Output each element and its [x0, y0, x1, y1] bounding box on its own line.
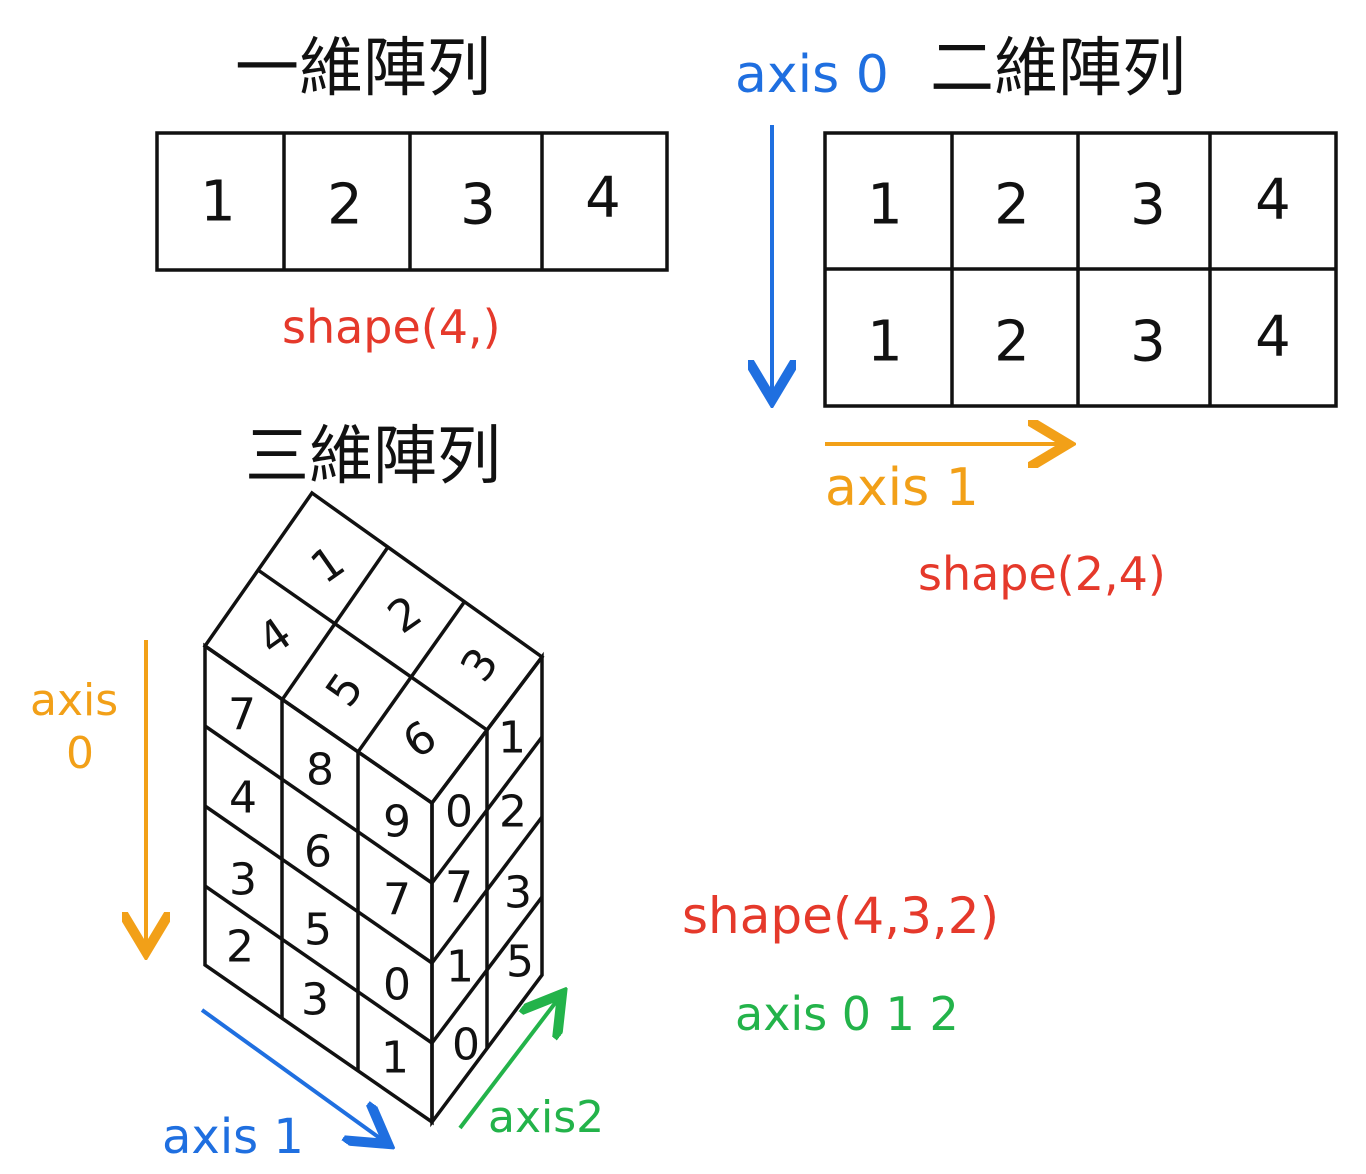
three-d-axis1-label: axis 1 — [162, 1109, 304, 1165]
two-d-axis0-label: axis 0 — [735, 45, 889, 105]
three-d-left-cell: 0 — [383, 960, 411, 1011]
two-d-cell: 3 — [1130, 310, 1166, 375]
two-d-cell: 3 — [1130, 173, 1166, 238]
three-d-left-cell: 6 — [304, 827, 332, 878]
one-d-cell: 3 — [460, 173, 496, 238]
three-d-left-cell: 3 — [229, 855, 257, 906]
three-d-left-cell: 4 — [229, 773, 257, 824]
three-d-axis0-label: axis — [30, 675, 118, 726]
three-d-right-cell: 0 — [452, 1020, 480, 1071]
three-d-left-cell: 2 — [226, 922, 254, 973]
three-d-top-cell: 6 — [394, 711, 446, 769]
two-d-shape-label: shape(2,4) — [918, 547, 1166, 601]
three-d-axis2-label: axis2 — [488, 1092, 604, 1143]
three-d-right-cell: 2 — [499, 787, 527, 838]
three-d-array-grid — [202, 490, 545, 1128]
three-d-right-cell: 7 — [445, 863, 473, 914]
two-d-cell: 1 — [867, 310, 903, 375]
three-d-right-cell: 1 — [498, 713, 526, 764]
one-d-title: 一維陣列 — [235, 32, 491, 106]
three-d-axes-note: axis 0 1 2 — [735, 987, 959, 1041]
one-d-cell: 2 — [327, 173, 363, 238]
three-d-left-cell: 9 — [383, 797, 411, 848]
two-d-cell: 2 — [994, 310, 1030, 375]
three-d-axis0-index: 0 — [66, 728, 94, 779]
three-d-left-cell: 1 — [381, 1033, 409, 1084]
three-d-right-cell: 3 — [504, 868, 532, 919]
three-d-right-cell: 0 — [445, 787, 473, 838]
two-d-cell: 2 — [994, 173, 1030, 238]
two-d-axis1-label: axis 1 — [825, 458, 979, 518]
three-d-axis1-arrow — [200, 1008, 388, 1144]
two-d-cell: 4 — [1255, 305, 1291, 370]
three-d-left-cell: 7 — [383, 875, 411, 926]
three-d-top-cell: 2 — [379, 586, 431, 644]
three-d-top-cell: 1 — [302, 536, 354, 594]
three-d-title: 三維陣列 — [245, 420, 501, 494]
three-d-axis2-arrow — [458, 994, 562, 1130]
three-d-left-cell: 3 — [301, 975, 329, 1026]
one-d-array-grid — [155, 131, 669, 272]
two-d-title: 二維陣列 — [930, 32, 1186, 106]
three-d-shape-label: shape(4,3,2) — [682, 887, 999, 945]
two-d-cell: 4 — [1255, 168, 1291, 233]
three-d-right-cell: 1 — [446, 942, 474, 993]
three-d-top-cell: 5 — [316, 664, 374, 716]
three-d-top-cell: 4 — [249, 608, 301, 666]
one-d-cell: 1 — [200, 170, 236, 235]
three-d-left-cell: 7 — [228, 690, 256, 741]
two-d-cell: 1 — [867, 173, 903, 238]
two-d-array-grid — [823, 131, 1338, 408]
one-d-shape-label: shape(4,) — [282, 300, 501, 354]
three-d-right-cell: 5 — [506, 937, 534, 988]
three-d-top-cell: 3 — [451, 639, 509, 691]
three-d-left-cell: 5 — [304, 905, 332, 956]
one-d-cell: 4 — [585, 166, 621, 231]
three-d-left-cell: 8 — [306, 745, 334, 796]
